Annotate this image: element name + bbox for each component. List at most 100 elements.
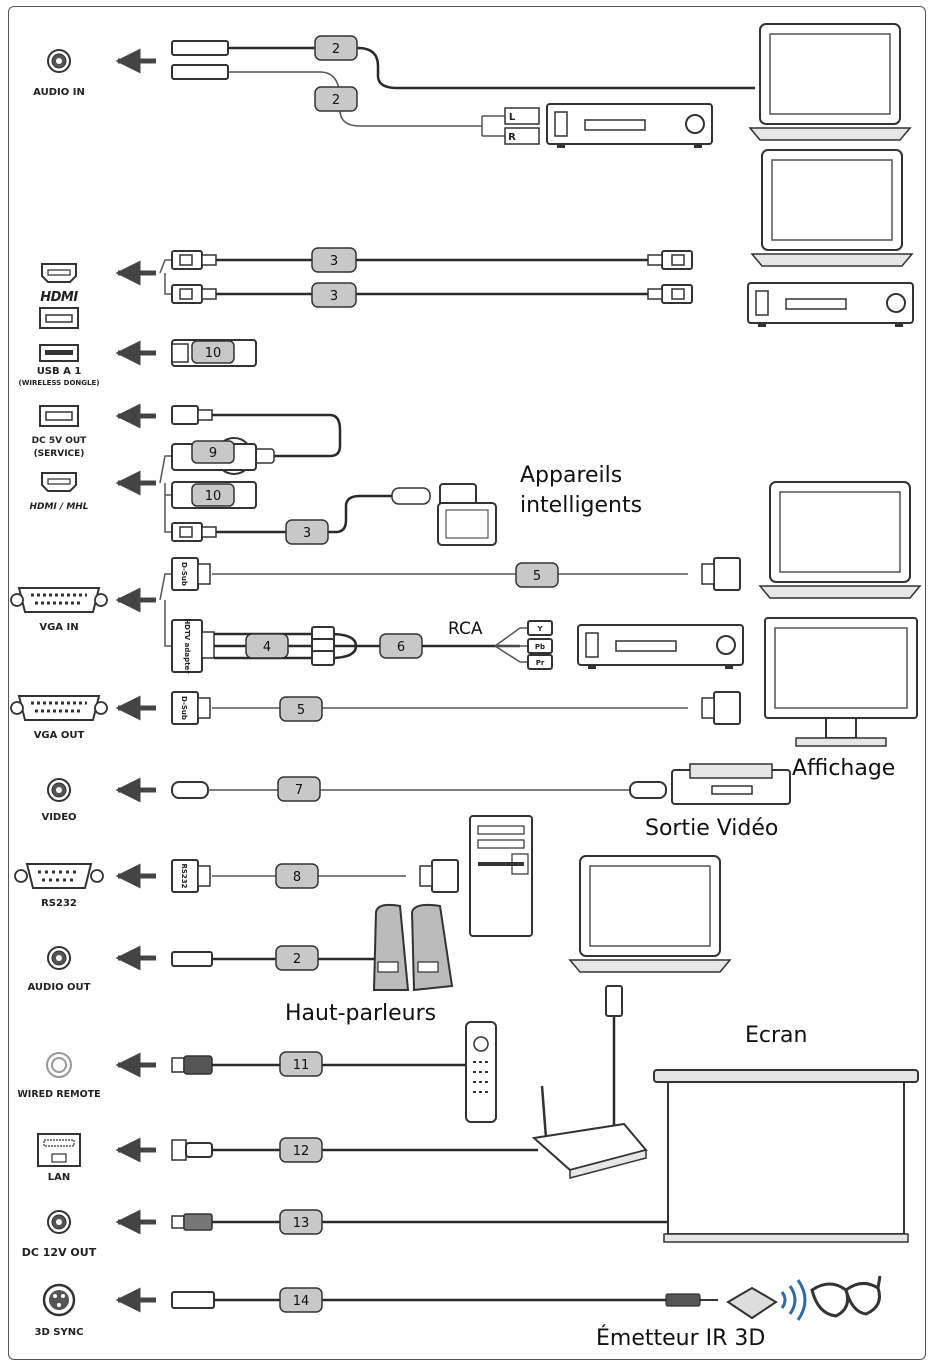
- svg-text:10: 10: [205, 489, 222, 504]
- audio-out-port[interactable]: AUDIO OUT: [28, 946, 91, 993]
- usb-a-port[interactable]: USB A 1 (WIRELESS DONGLE): [19, 307, 100, 387]
- vga-in-cables: D-Sub HDTV adapter Y Pb Pr: [159, 557, 741, 674]
- dc5v-port[interactable]: DC 5V OUT (SERVICE): [32, 405, 88, 459]
- rs232-port[interactable]: RS232: [14, 863, 104, 909]
- vga-in-port[interactable]: VGA IN: [9, 586, 109, 633]
- hdmi-port[interactable]: HDMI: [40, 263, 79, 305]
- display-caption: Affichage: [792, 756, 895, 781]
- badge-audio-in-1: 2: [314, 35, 358, 61]
- rs232-port-label: RS232: [41, 898, 77, 909]
- lan-cable: [171, 985, 623, 1161]
- badge-lan-12: 12: [279, 1137, 323, 1163]
- badge-remote-11: 11: [279, 1051, 323, 1077]
- svg-text:13: 13: [293, 1216, 310, 1231]
- plug-l-mark: L: [509, 112, 516, 123]
- dc5v-label: DC 5V OUT: [32, 436, 88, 446]
- laptop-audio-source: [749, 23, 911, 141]
- svg-text:4: 4: [263, 640, 271, 655]
- dsub-mark-2: D-Sub: [180, 696, 188, 720]
- badge-comp-6: 6: [379, 633, 423, 659]
- dvd-player-component: [577, 624, 744, 670]
- badge-dc12v-13: 13: [279, 1209, 323, 1235]
- vga-in-label: VGA IN: [39, 622, 78, 633]
- badge-sync3d-14: 14: [279, 1287, 323, 1313]
- laptop-vga-source: [759, 481, 921, 599]
- badge-usb: 10: [191, 340, 235, 364]
- vga-out-cables: D-Sub: [171, 691, 741, 725]
- svg-text:2: 2: [332, 42, 340, 57]
- y-mark: Y: [536, 625, 543, 633]
- pc-tower: [469, 815, 533, 937]
- 3d-glasses-icon: [810, 1275, 882, 1318]
- smart-devices-caption-1: Appareils: [520, 463, 622, 488]
- svg-text:14: 14: [293, 1294, 310, 1309]
- dc12v-port[interactable]: DC 12V OUT: [22, 1210, 97, 1259]
- ir-caption: Émetteur IR 3D: [596, 1325, 765, 1351]
- hdmi-mhl-label: HDMI / MHL: [29, 502, 88, 512]
- audio-in-label: AUDIO IN: [33, 87, 85, 98]
- vga-out-port[interactable]: VGA OUT: [9, 694, 109, 741]
- badge-mhl-9: 9: [191, 440, 235, 464]
- badge-mhl-10: 10: [191, 483, 235, 507]
- badge-audio-out-2: 2: [275, 945, 319, 971]
- badge-vga-5: 5: [515, 562, 559, 588]
- badge-video-7: 7: [277, 776, 321, 802]
- svg-text:5: 5: [297, 703, 305, 718]
- dc12v-label: DC 12V OUT: [22, 1246, 97, 1259]
- video-port[interactable]: VIDEO: [41, 778, 77, 823]
- ir-emitter: [726, 1286, 778, 1320]
- svg-text:8: 8: [293, 870, 301, 885]
- hdtv-adapter-mark: HDTV adapter: [183, 618, 191, 674]
- svg-text:9: 9: [209, 446, 217, 461]
- lan-port[interactable]: LAN: [37, 1133, 81, 1183]
- dvd-player-audio: [546, 103, 713, 149]
- audio-in-port[interactable]: AUDIO IN: [33, 49, 85, 98]
- sync3d-port[interactable]: 3D SYNC: [35, 1283, 84, 1338]
- svg-text:3: 3: [303, 526, 311, 541]
- audio-in-cables: L R: [171, 40, 755, 145]
- lan-label: LAN: [48, 1172, 70, 1183]
- badge-audio-in-2: 2: [314, 86, 358, 112]
- vga-out-label: VGA OUT: [34, 730, 85, 741]
- smart-devices: [437, 483, 497, 546]
- usb-a-sub-label: (WIRELESS DONGLE): [19, 379, 100, 387]
- speakers-caption: Haut-parleurs: [285, 1001, 436, 1026]
- hdmi-cables: [159, 250, 693, 304]
- svg-text:5: 5: [533, 569, 541, 584]
- wired-remote-cable: [171, 1055, 466, 1075]
- badge-hdmi-1: 3: [311, 247, 357, 273]
- video-out-caption: Sortie Vidéo: [645, 816, 778, 841]
- svg-text:10: 10: [205, 346, 222, 361]
- svg-text:12: 12: [293, 1144, 310, 1159]
- sync3d-cable: [171, 1291, 718, 1309]
- badge-mhl-3: 3: [285, 519, 329, 545]
- speakers: [372, 903, 454, 992]
- dvd-player-hdmi: [747, 282, 914, 328]
- wired-remote-label: WIRED REMOTE: [17, 1089, 100, 1100]
- badge-comp-4: 4: [245, 633, 289, 659]
- svg-text:2: 2: [332, 93, 340, 108]
- laptop-hdmi-source: [751, 149, 913, 267]
- screen-caption: Ecran: [745, 1023, 807, 1048]
- hdmi-logo: HDMI: [40, 290, 78, 305]
- svg-text:3: 3: [330, 289, 338, 304]
- svg-text:2: 2: [293, 952, 301, 967]
- video-label: VIDEO: [41, 812, 76, 823]
- pb-mark: Pb: [535, 643, 545, 651]
- video-cable: [171, 781, 667, 799]
- audio-out-label: AUDIO OUT: [28, 982, 91, 993]
- usb-a-label: USB A 1: [37, 366, 82, 377]
- svg-text:6: 6: [397, 640, 405, 655]
- wired-remote-port[interactable]: WIRED REMOTE: [17, 1052, 101, 1100]
- video-output-device: [671, 763, 791, 805]
- rca-caption: RCA: [448, 619, 483, 639]
- sync3d-label: 3D SYNC: [35, 1327, 84, 1338]
- projection-screen: [653, 1069, 919, 1243]
- badge-hdmi-2: 3: [311, 282, 357, 308]
- router: [531, 1085, 648, 1179]
- svg-text:3: 3: [330, 254, 338, 269]
- hdmi-mhl-port[interactable]: HDMI / MHL: [29, 472, 89, 512]
- svg-text:7: 7: [295, 783, 303, 798]
- rs232-mark-1: RS232: [180, 863, 188, 888]
